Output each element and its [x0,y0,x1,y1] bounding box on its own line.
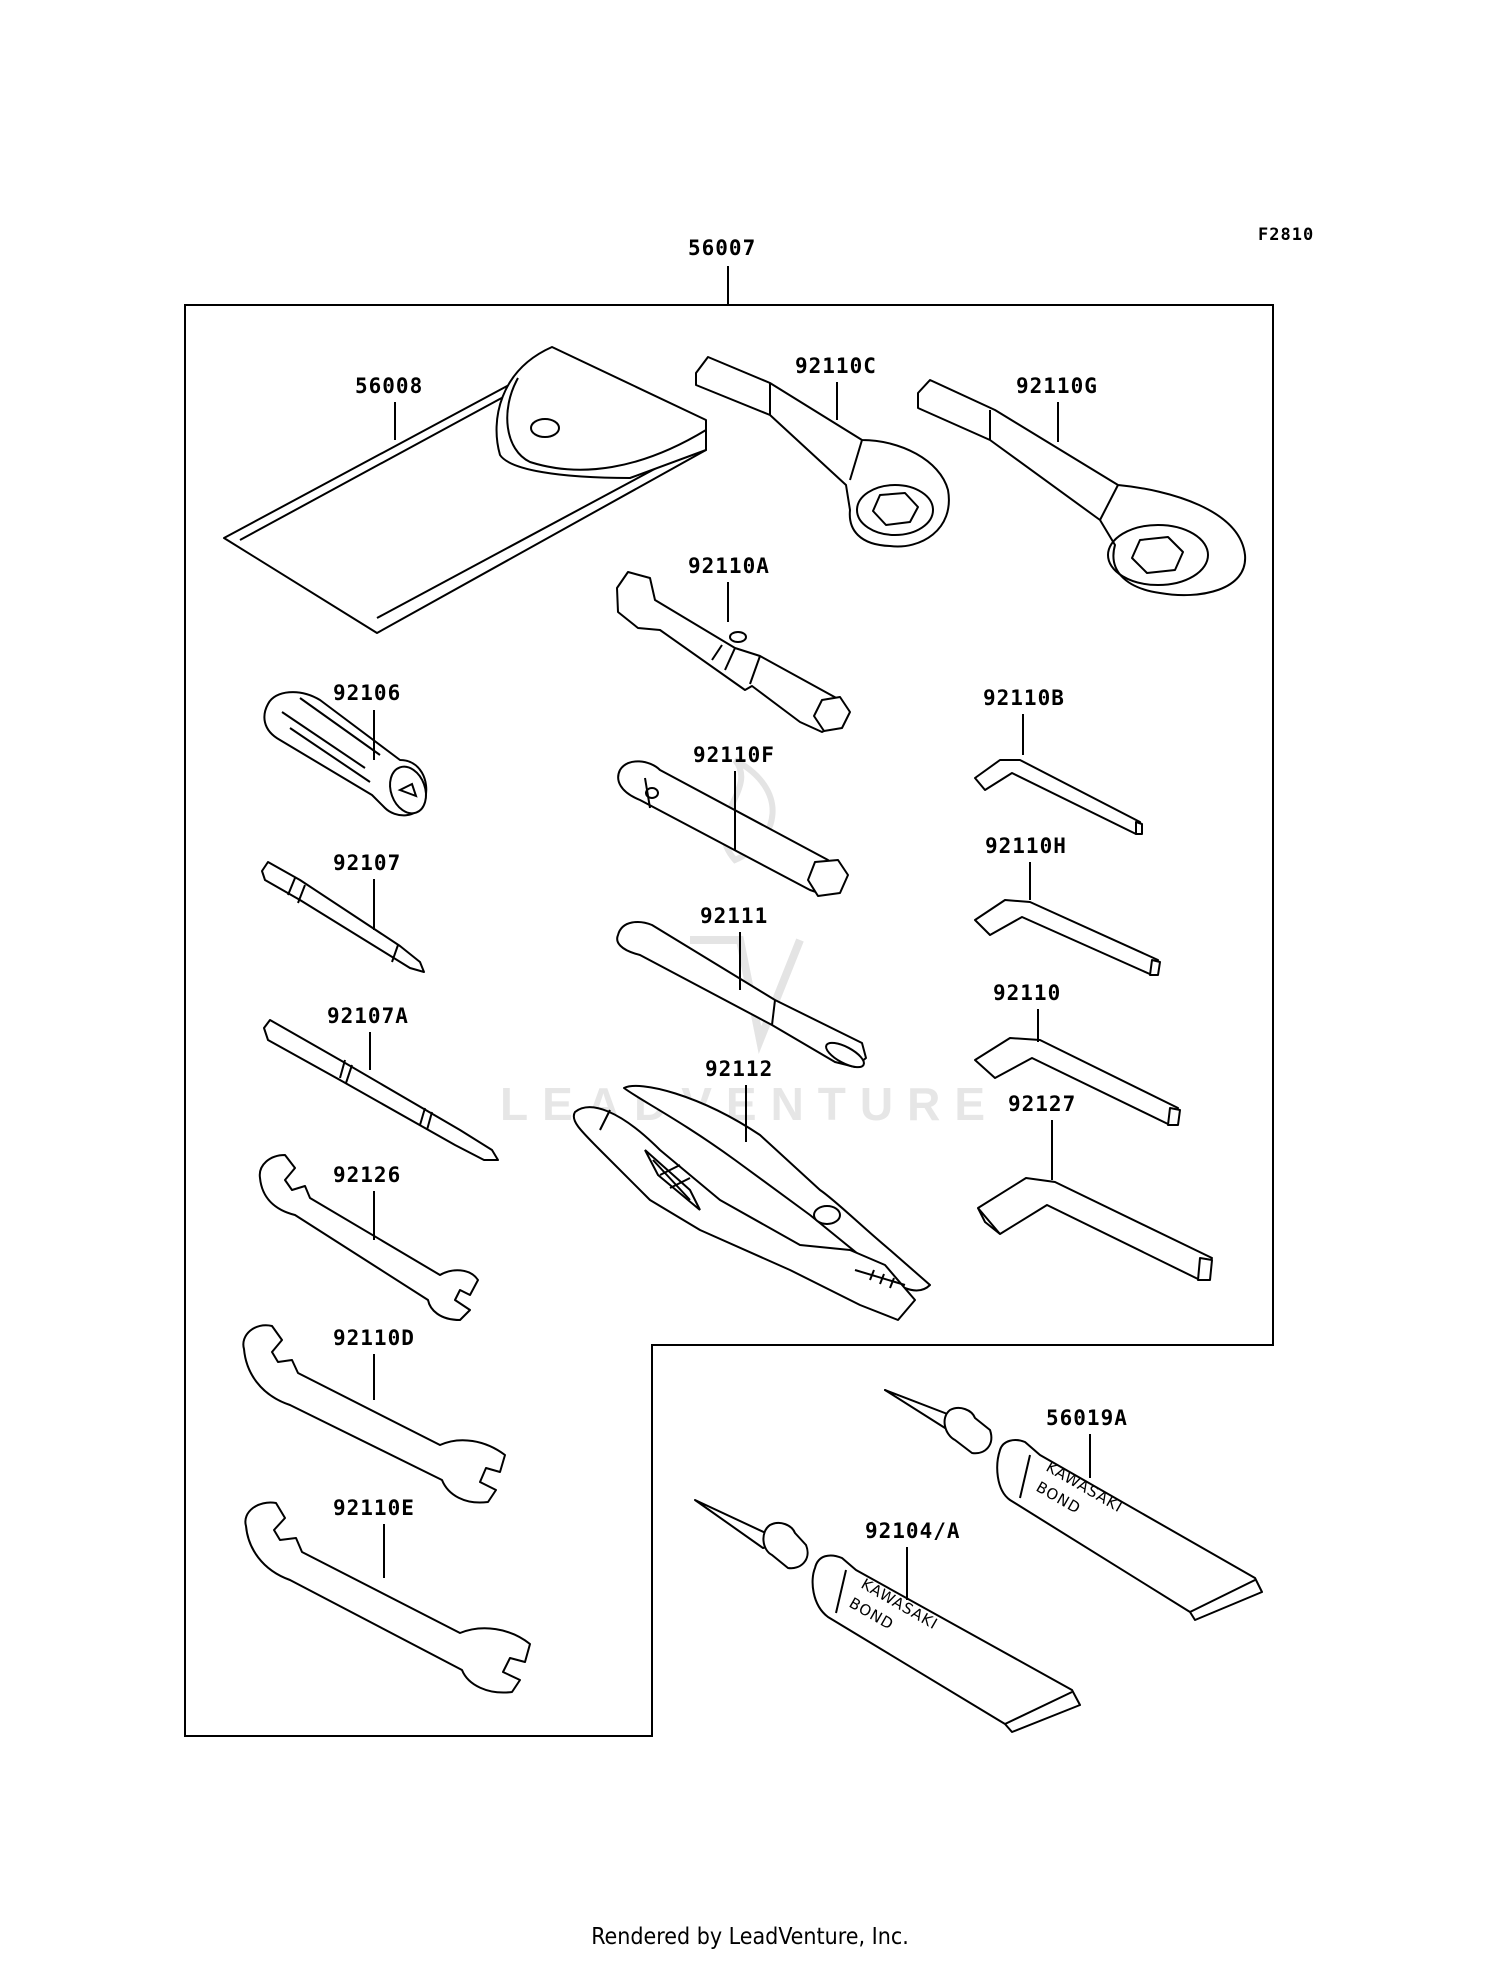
ring-wrench-92110G[interactable] [917,379,1247,597]
label-92127[interactable]: 92127 [1008,1092,1076,1116]
hex-key-92110H[interactable] [974,899,1161,976]
hex-key-92110B[interactable] [974,759,1143,835]
tool-pouch-56008[interactable] [223,346,707,634]
hex-key-92127[interactable] [977,1177,1213,1281]
extension-bar-92111[interactable] [616,921,867,1072]
label-92110[interactable]: 92110 [993,981,1061,1005]
label-56008[interactable]: 56008 [355,374,423,398]
ring-wrench-92110C[interactable] [695,356,950,548]
open-end-wrench-92110D[interactable] [242,1324,506,1504]
hex-key-92110[interactable] [974,1037,1181,1126]
label-92111[interactable]: 92111 [700,904,768,928]
kit-boundary-frame [184,304,1274,1737]
open-end-wrench-92126[interactable] [258,1154,479,1321]
label-92107A[interactable]: 92107A [327,1004,409,1028]
kit-part-number: 56007 [688,236,756,260]
label-92104A[interactable]: 92104/A [865,1519,961,1543]
label-92110G[interactable]: 92110G [1016,374,1098,398]
label-92110E[interactable]: 92110E [333,1496,415,1520]
open-end-wrench-92110E[interactable] [244,1501,531,1694]
label-92110B[interactable]: 92110B [983,686,1065,710]
label-92112[interactable]: 92112 [705,1057,773,1081]
label-92110A[interactable]: 92110A [688,554,770,578]
rendered-by-footer: Rendered by LeadVenture, Inc. [591,1924,909,1950]
label-92107[interactable]: 92107 [333,851,401,875]
screwdriver-bit-92107A[interactable] [263,1019,499,1161]
screwdriver-handle-92106[interactable] [263,691,432,818]
label-92110C[interactable]: 92110C [795,354,877,378]
label-56019A[interactable]: 56019A [1046,1406,1128,1430]
screwdriver-bit-92107[interactable] [261,861,425,973]
box-wrench-92110F[interactable] [617,760,849,897]
pliers-92112[interactable] [572,1084,931,1321]
label-92126[interactable]: 92126 [333,1163,401,1187]
label-92110D[interactable]: 92110D [333,1326,415,1350]
label-92110H[interactable]: 92110H [985,834,1067,858]
socket-wrench-92110A[interactable] [616,571,851,733]
label-92106[interactable]: 92106 [333,681,401,705]
label-92110F[interactable]: 92110F [693,743,775,767]
figure-code: F2810 [1258,225,1314,245]
